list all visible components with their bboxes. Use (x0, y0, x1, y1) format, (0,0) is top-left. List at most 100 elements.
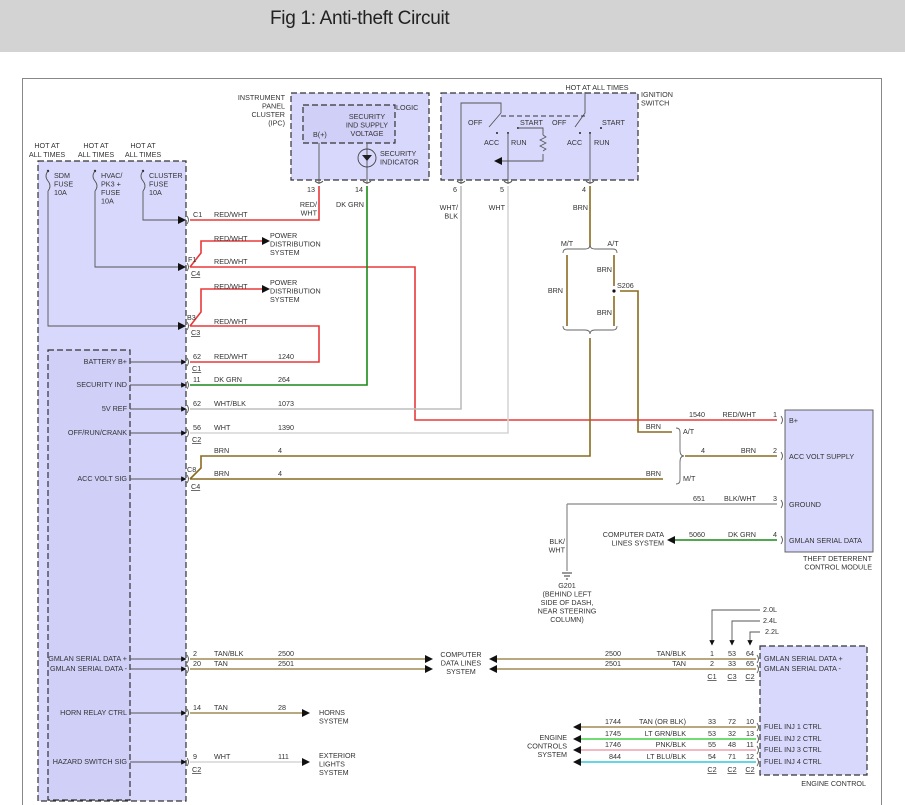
connector-label: C3 (191, 328, 200, 337)
horns-system-label: HORNS (319, 708, 345, 717)
connector-label: C4 (191, 269, 200, 278)
pin-label: 9 (193, 752, 197, 761)
ignition-off-line (460, 102, 502, 184)
circuit-number: 5060 (689, 530, 705, 539)
pin-label: 62 (193, 352, 201, 361)
wht-wire-off-run-crank (190, 186, 509, 434)
bcm-signal-label: BATTERY B+ (84, 357, 127, 366)
switch-position-label: ACC (484, 138, 499, 147)
ignition-switch-blade (488, 112, 502, 128)
circuit-number: 2500 (278, 649, 294, 658)
ground-location-label: COLUMN) (550, 615, 584, 624)
connector-label: F1 (188, 255, 196, 264)
wire-color-label: RED/WHT (214, 282, 248, 291)
ecm-pin-name: FUEL INJ 1 CTRL (764, 722, 822, 731)
fuse-label: PK3 + (101, 180, 121, 189)
engine-variant-arrow (709, 609, 760, 646)
circuit-number: 1390 (278, 423, 294, 432)
tdcm-pin-name: B+ (789, 416, 798, 425)
switch-position-label: OFF (468, 118, 483, 127)
connector-icon (186, 664, 189, 674)
connector-label: C2 (192, 765, 201, 774)
pin-label: 11 (193, 375, 200, 384)
pin-label: 1 (710, 649, 714, 658)
connector-label: C2 (727, 765, 736, 774)
connector-icon (780, 451, 783, 461)
ecm-pin-name: GMLAN SERIAL DATA - (764, 664, 842, 673)
bcm-signal-label: 5V REF (102, 404, 128, 413)
circuit-number: 651 (693, 494, 705, 503)
hot-at-all-times-label: ALL TIMES (78, 150, 115, 159)
pin-label: 64 (746, 649, 754, 658)
ignition-switch-module (440, 92, 639, 181)
tdcm-label: THEFT DETERRENT (803, 554, 873, 563)
wire-color-label: WHT/ (440, 203, 458, 212)
arrow-head-icon (573, 723, 581, 731)
wire-color-label: RED/WHT (214, 234, 248, 243)
pin-label: 55 (708, 740, 716, 749)
pin-label: 6 (453, 185, 457, 194)
switch-contact (496, 132, 498, 134)
arrow-head-icon (667, 536, 675, 544)
connector-icon (756, 734, 759, 744)
power-distribution-label: POWER (270, 231, 297, 240)
wire-color-label: WHT (214, 752, 231, 761)
connector-label: C2 (745, 765, 754, 774)
security-indicator-led-icon (357, 148, 377, 168)
arrow-head-icon (489, 665, 497, 673)
at-label: A/T (607, 239, 619, 248)
dk-grn-wire-security-ind (190, 186, 368, 386)
switch-contact (579, 132, 581, 134)
pin-label: 53 (728, 649, 736, 658)
ecm-pin-name: GMLAN SERIAL DATA + (764, 654, 843, 663)
circuit-number: 111 (278, 752, 289, 761)
pin-label: 32 (728, 729, 736, 738)
wire-color-label: BRN (597, 308, 612, 317)
connector-icon (756, 664, 759, 674)
circuit-number: 844 (609, 752, 621, 761)
circuit-number: 2500 (605, 649, 621, 658)
switch-position-label: RUN (594, 138, 610, 147)
wire-color-label: BRN (548, 286, 563, 295)
ground-icon (562, 572, 572, 580)
ipc-label: CLUSTER (251, 110, 285, 119)
connector-icon (186, 321, 189, 331)
security-indicator-label: INDICATOR (380, 158, 419, 167)
wire-color-label: DK GRN (728, 530, 756, 539)
computer-data-lines-label: SYSTEM (446, 667, 476, 676)
wire-color-label: RED/WHT (214, 210, 248, 219)
connector-icon (186, 404, 189, 414)
wire-color-label: BRN (573, 203, 588, 212)
pin-label: 20 (193, 659, 201, 668)
pin-label: 53 (708, 729, 716, 738)
ignition-switch-label: IGNITION (641, 90, 673, 99)
pin-label: 48 (728, 740, 736, 749)
connector-icon (585, 180, 595, 184)
exterior-lights-label: LIGHTS (319, 760, 345, 769)
connector-icon (456, 180, 466, 184)
connector-label: C2 (745, 672, 754, 681)
pin-label: 13 (307, 185, 315, 194)
wire-color-label: WHT (301, 209, 318, 218)
pin-label: 12 (746, 752, 754, 761)
ground-location-label: NEAR STEERING (538, 607, 597, 616)
hot-at-all-times-label: ALL TIMES (125, 150, 162, 159)
led-diode-icon (362, 155, 372, 161)
page-header: Fig 1: Anti-theft Circuit (0, 0, 905, 52)
computer-data-lines-label: COMPUTER (440, 650, 481, 659)
fuse-label: FUSE (101, 188, 120, 197)
wire-color-label: TAN (OR BLK) (639, 717, 686, 726)
switch-contact (600, 127, 602, 129)
tdcm-label: CONTROL MODULE (804, 563, 872, 572)
arrow-head-icon (425, 655, 433, 663)
wire-color-label: LT BLU/BLK (647, 752, 686, 761)
connector-icon (780, 535, 783, 545)
red-wht-wire-tdcm-bplus (190, 266, 777, 421)
pin-label: 65 (746, 659, 754, 668)
fuse-label: 10A (54, 188, 67, 197)
wire-color-label: PNK/BLK (656, 740, 687, 749)
connector-icon (186, 757, 189, 767)
connector-icon (756, 722, 759, 732)
pin-label: 3 (773, 494, 777, 503)
